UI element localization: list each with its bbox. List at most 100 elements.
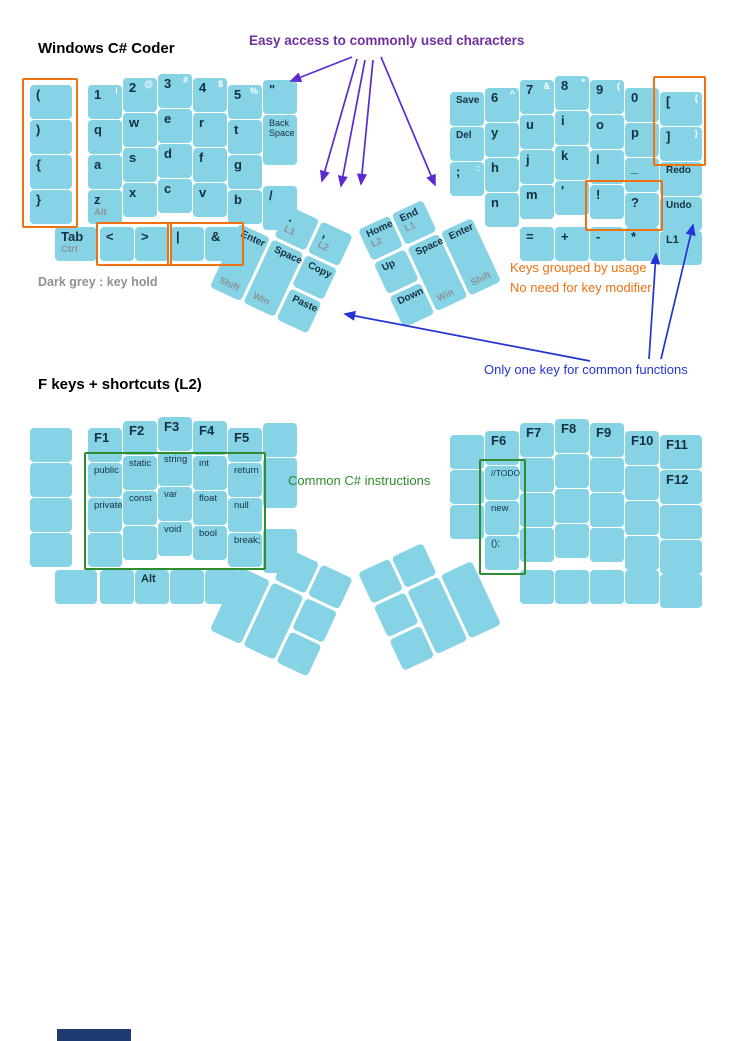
key-label: j — [526, 152, 530, 167]
key-4: $4 — [193, 78, 227, 112]
key-blank — [30, 533, 72, 567]
key-blank — [555, 570, 589, 604]
key-label: _ — [631, 160, 639, 175]
one-key-arrow-1 — [343, 310, 591, 362]
key-label: k — [561, 148, 569, 163]
easy-access-arrow-1 — [289, 56, 353, 83]
key-label: F1 — [94, 430, 110, 445]
angle-bracket-keys-highlight — [96, 222, 172, 266]
page-title: Windows C# Coder — [38, 40, 175, 57]
key-label: (); — [491, 538, 500, 549]
key-label: Redo — [666, 165, 691, 176]
key-label: + — [561, 229, 569, 244]
key-label: ) — [36, 122, 41, 137]
key-f10: F10 — [625, 431, 659, 465]
key-close-brace: } — [30, 190, 72, 224]
key-f8: F8 — [555, 419, 589, 453]
key-blank — [450, 505, 484, 539]
key-d: d — [158, 144, 192, 178]
easy-access-note: Easy access to commonly used characters — [249, 33, 525, 48]
key-label: F2 — [129, 423, 145, 438]
key-shift-symbol: * — [581, 77, 585, 87]
key-undo: Undo — [660, 197, 702, 231]
key-2: @2 — [123, 78, 157, 112]
key-label: s — [129, 150, 137, 165]
key-blank — [30, 428, 72, 462]
key-5: %5 — [228, 85, 262, 119]
key-back-space: Back Space — [263, 115, 297, 165]
key-f7: F7 — [520, 423, 554, 457]
key-q: q — [88, 120, 122, 154]
key-label: return — [234, 465, 259, 476]
key-n: n — [485, 193, 519, 227]
key-close-bracket: }] — [660, 127, 702, 161]
key-string: string — [158, 452, 192, 486]
key-shift-symbol: ! — [115, 86, 118, 96]
key-f: f — [193, 148, 227, 182]
key-o: o — [590, 115, 624, 149]
key-label: - — [596, 229, 601, 244]
key-close-paren: ) — [30, 120, 72, 154]
key-6: ^6 — [485, 88, 519, 122]
key-3: #3 — [158, 74, 192, 108]
key-semicolon: :; — [450, 162, 484, 196]
key-f3: F3 — [158, 417, 192, 451]
key-label: F10 — [631, 433, 654, 448]
key-void: void — [158, 522, 192, 556]
key-blank — [520, 570, 554, 604]
key-blank — [263, 423, 297, 457]
key-hold-label: Win — [250, 290, 272, 309]
key-break: break; — [228, 533, 262, 567]
key-8: *8 — [555, 76, 589, 110]
key-blank — [625, 501, 659, 535]
key-label: string — [164, 454, 188, 465]
key-label: m — [526, 187, 538, 202]
key-label: 8 — [561, 78, 569, 93]
key-alt: Alt — [135, 570, 169, 604]
key-blank — [590, 458, 624, 492]
key-label: t — [234, 122, 239, 137]
key-label: Down — [395, 285, 426, 308]
bracket-keys-highlight — [653, 76, 706, 166]
key-label: ( — [36, 87, 41, 102]
key-label: i — [561, 113, 565, 128]
key-label: Back Space — [269, 118, 295, 139]
key-shift-symbol: ^ — [509, 89, 515, 99]
key-label: F11 — [666, 437, 688, 452]
key-shift-symbol: & — [543, 81, 551, 91]
key-label: new — [491, 503, 509, 514]
key-minus: - — [590, 227, 624, 261]
key-label: 1 — [94, 87, 102, 102]
key-label: F12 — [666, 472, 689, 487]
key-label: Up — [380, 258, 398, 274]
key-label: l — [596, 152, 600, 167]
key-save: Save — [450, 92, 484, 126]
key-c: c — [158, 179, 192, 213]
easy-access-arrow-3 — [337, 59, 366, 188]
key-f9: F9 — [590, 423, 624, 457]
key-label: > — [141, 229, 149, 244]
key-v: v — [193, 183, 227, 217]
key-label: p — [631, 125, 639, 140]
key-label: & — [211, 229, 221, 244]
key-label: 9 — [596, 82, 604, 97]
easy-access-arrow-5 — [380, 56, 436, 187]
key-float: float — [193, 491, 227, 525]
key-blank — [55, 570, 97, 604]
key-y: y — [485, 123, 519, 157]
key-f11: F11 — [660, 435, 702, 469]
key-x: x — [123, 183, 157, 217]
key-label: b — [234, 192, 242, 207]
pipe-amp-keys-highlight — [167, 222, 244, 266]
key-w: w — [123, 113, 157, 147]
key-blank — [555, 524, 589, 558]
key-question: ? — [625, 193, 659, 227]
key-label: e — [164, 111, 172, 126]
key-open-brace: { — [30, 155, 72, 189]
key-label: Enter — [447, 221, 476, 243]
key-label: Save — [456, 95, 480, 106]
key-label: y — [491, 125, 499, 140]
key-label: d — [164, 146, 172, 161]
key-label: var — [164, 489, 178, 500]
key-blank — [450, 435, 484, 469]
